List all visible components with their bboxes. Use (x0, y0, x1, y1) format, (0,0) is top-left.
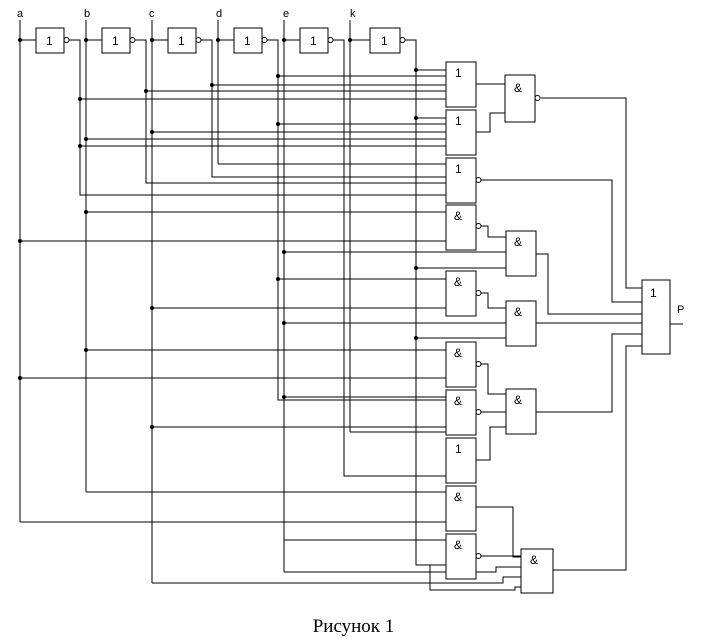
not-gate-e: 1 (299, 27, 334, 54)
not-gate-symbol: 1 (46, 34, 53, 48)
inverted-rails (68, 39, 446, 566)
or-gate-4: 1 (445, 437, 477, 484)
or-gate-2: 1 (445, 109, 477, 156)
input-label-k: k (350, 8, 356, 20)
not-gate-symbol: 1 (178, 34, 185, 48)
or-gate-3: 1 (445, 157, 482, 204)
and-gate-top: & (504, 74, 541, 123)
and-gate-2: & (505, 230, 537, 277)
and-gate-symbol: & (514, 393, 522, 407)
and-gate-symbol: & (530, 553, 538, 567)
not-gate-symbol: 1 (310, 34, 317, 48)
gate-input-wires (20, 69, 521, 591)
and-gate-6: & (445, 389, 482, 436)
input-label-b: b (84, 8, 90, 20)
output-label: P (677, 304, 684, 316)
figure-caption: Рисунок 1 (312, 616, 395, 637)
internal-wires (476, 83, 521, 558)
or-gate-symbol: 1 (650, 286, 657, 300)
not-gate-b: 1 (101, 27, 136, 54)
and-gate-7: & (505, 388, 537, 435)
not-gate-symbol: 1 (244, 34, 251, 48)
logic-circuit-diagram: a b c d e k (17, 8, 684, 594)
not-gate-d: 1 (233, 27, 268, 54)
and-gate-9: & (445, 533, 482, 580)
and-gate-symbol: & (514, 235, 522, 249)
not-gate-symbol: 1 (381, 34, 388, 48)
final-or-input-wires (478, 97, 683, 571)
and-gate-symbol: & (514, 81, 522, 95)
not-gate-c: 1 (167, 27, 202, 54)
input-label-e: e (283, 8, 289, 20)
and-gate-8: & (445, 485, 477, 532)
and-gate-4: & (505, 300, 537, 347)
final-or-gate: 1 (641, 279, 671, 355)
input-label-a: a (17, 8, 24, 20)
input-label-c: c (149, 8, 155, 20)
and-gate-symbol: & (454, 394, 462, 408)
not-gate-k: 1 (369, 27, 406, 54)
and-gate-symbol: & (454, 275, 462, 289)
and-gate-symbol: & (454, 490, 462, 504)
or-gate-symbol: 1 (455, 442, 462, 456)
input-rails (19, 20, 351, 583)
or-gate-symbol: 1 (455, 162, 462, 176)
and-gate-10: & (520, 548, 554, 594)
and-gate-symbol: & (514, 305, 522, 319)
or-gate-symbol: 1 (455, 114, 462, 128)
not-gate-symbol: 1 (112, 34, 119, 48)
not-gate-a: 1 (35, 27, 70, 54)
junction-dots (18, 38, 418, 429)
and-gate-3: & (445, 270, 482, 317)
and-gate-symbol: & (454, 209, 462, 223)
or-gate-1: 1 (445, 61, 477, 108)
and-gate-symbol: & (454, 538, 462, 552)
or-gate-symbol: 1 (455, 66, 462, 80)
and-gate-symbol: & (454, 346, 462, 360)
and-gate-1: & (445, 204, 482, 251)
and-gate-5: & (445, 341, 482, 388)
input-label-d: d (216, 8, 222, 20)
